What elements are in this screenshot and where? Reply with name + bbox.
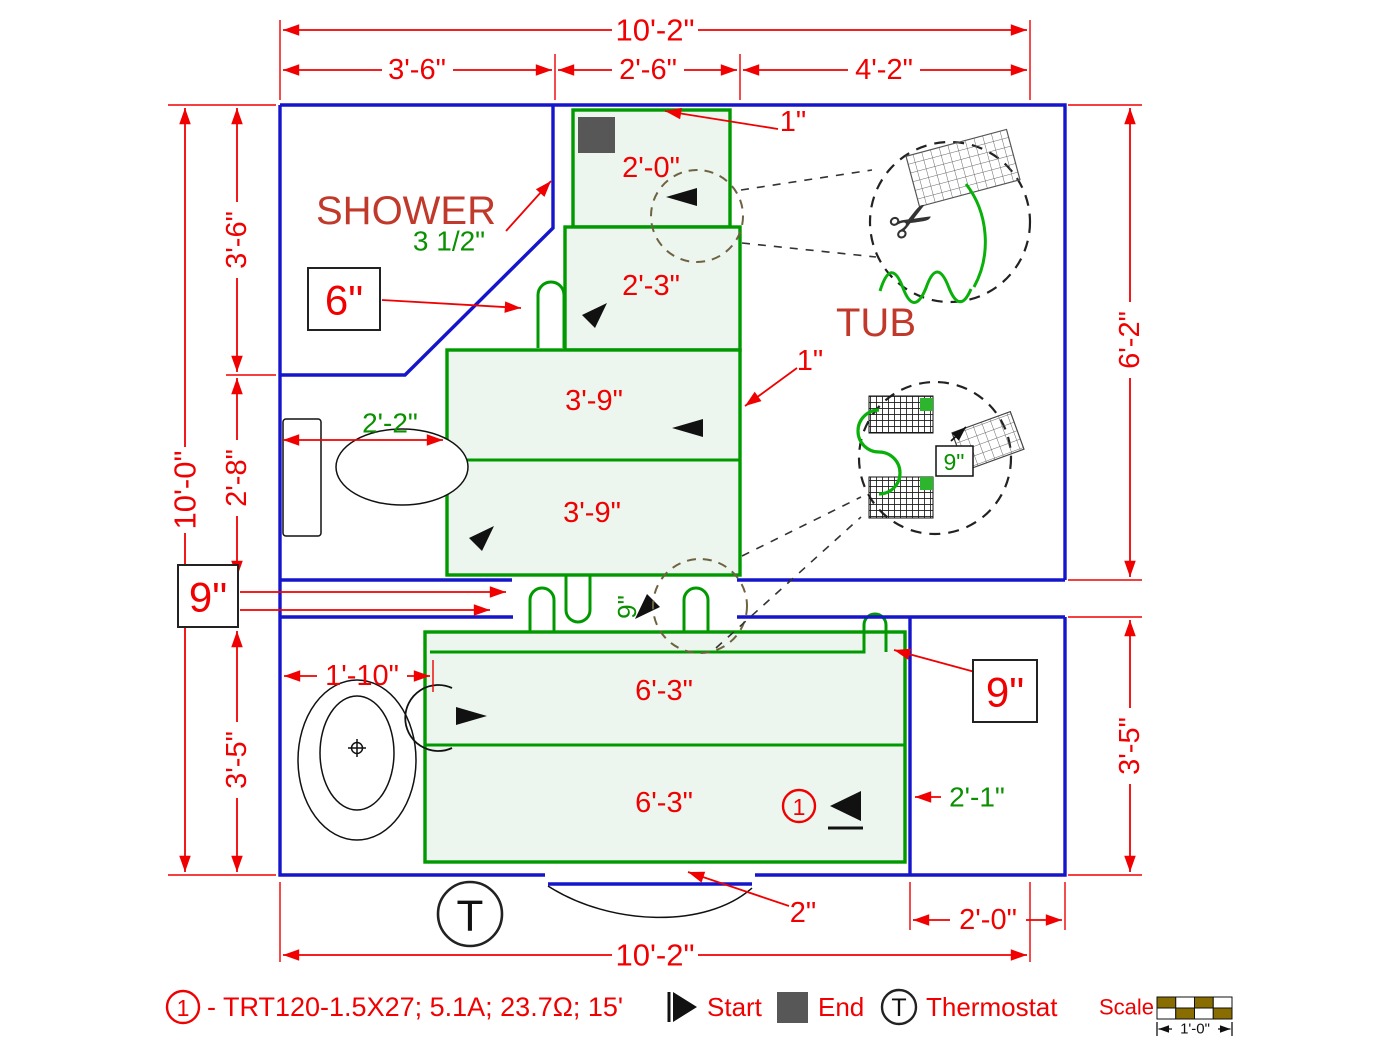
legend-start-icon bbox=[667, 992, 697, 1022]
legend-circuit-number: 1 bbox=[177, 995, 190, 1021]
dim-bottom-total: 10'-2" bbox=[616, 938, 695, 973]
start-marker bbox=[828, 791, 863, 830]
dim-top-seg2: 2'-6" bbox=[619, 54, 677, 86]
circuit-number: 1 bbox=[793, 794, 806, 820]
mat3-width: 3'-9" bbox=[565, 385, 623, 417]
callout-door-gap: 2" bbox=[790, 897, 816, 929]
toilet-bowl bbox=[335, 428, 469, 506]
legend-thermostat-label: Thermostat bbox=[926, 992, 1058, 1022]
callout-mat-edge-top: 1" bbox=[780, 106, 806, 138]
dim-top-seg3: 4'-2" bbox=[855, 54, 913, 86]
callout-passage-width: 9" bbox=[612, 595, 642, 619]
legend-thermostat-icon: T bbox=[880, 988, 918, 1026]
callout-wall-thickness: 3 1/2" bbox=[413, 226, 485, 257]
end-marker bbox=[578, 117, 615, 153]
legend-end-icon bbox=[777, 992, 808, 1023]
detail-circle-spacing: 9" bbox=[856, 380, 1025, 536]
detail-spacing-label: 9" bbox=[944, 449, 965, 475]
callout-right-gap: 9" bbox=[986, 669, 1024, 716]
shower-wall bbox=[280, 105, 555, 377]
door-swing-arc bbox=[547, 885, 753, 919]
mesh-patch bbox=[905, 128, 1021, 208]
detail-circle-cut: ✂ bbox=[868, 128, 1032, 304]
thermostat-letter: T bbox=[457, 892, 484, 941]
arrow-left-2 bbox=[672, 419, 703, 437]
mat6-width: 6'-3" bbox=[635, 787, 693, 819]
outer-wall bbox=[278, 103, 1067, 877]
legend-scale-label: Scale bbox=[1099, 995, 1154, 1020]
dim-left-total: 10'-0" bbox=[168, 451, 203, 530]
dim-top-total: 10'-2" bbox=[616, 13, 695, 48]
circuit-marker: 1 bbox=[781, 788, 817, 824]
legend-end-label: End bbox=[818, 992, 864, 1022]
arrow-downleft bbox=[635, 594, 660, 619]
mat1-width: 2'-0" bbox=[622, 152, 680, 184]
callout-fixture-width: 1'-10" bbox=[325, 660, 399, 692]
six-inch-box bbox=[307, 267, 381, 331]
scale-value: 1'-0" bbox=[1180, 1021, 1210, 1038]
toilet-tank bbox=[282, 418, 322, 537]
scale-bar bbox=[1156, 996, 1233, 1020]
dim-top-seg1: 3'-6" bbox=[388, 54, 446, 86]
dim-left-seg3: 3'-5" bbox=[221, 731, 253, 789]
mat5-width: 6'-3" bbox=[635, 675, 693, 707]
mat-section-3-4 bbox=[445, 348, 742, 577]
heating-mats bbox=[423, 108, 907, 864]
leader-lines bbox=[240, 107, 976, 907]
thermostat-symbol: T bbox=[436, 880, 504, 948]
scale-dimension bbox=[1156, 1022, 1233, 1036]
dim-left-seg2: 2'-8" bbox=[221, 449, 253, 507]
dim-right-lower: 3'-5" bbox=[1114, 717, 1146, 775]
arrow-right bbox=[456, 707, 487, 725]
mat-section-5-6 bbox=[423, 630, 907, 864]
right-9-box bbox=[972, 659, 1038, 723]
legend: 1 - TRT120-1.5X27; 5.1A; 23.7Ω; 15' Star… bbox=[165, 988, 1233, 1038]
legend-circuit-icon bbox=[165, 989, 201, 1025]
callout-boxes bbox=[177, 267, 1038, 723]
mat2-width: 2'-3" bbox=[622, 270, 680, 302]
cable-direction-arrows bbox=[456, 188, 703, 725]
detail-leader-lines bbox=[715, 169, 877, 649]
dim-left-seg1: 3'-6" bbox=[221, 211, 253, 269]
room-label-tub: TUB bbox=[836, 301, 916, 345]
heating-cable bbox=[425, 280, 905, 747]
left-9-box bbox=[177, 564, 239, 628]
legend-spec: - TRT120-1.5X27; 5.1A; 23.7Ω; 15' bbox=[207, 992, 623, 1022]
walls bbox=[278, 103, 1067, 877]
mat4-width: 3'-9" bbox=[563, 497, 621, 529]
dim-right-upper: 6'-2" bbox=[1114, 311, 1146, 369]
toilet bbox=[282, 418, 469, 537]
callout-shower-offset: 6" bbox=[325, 277, 363, 324]
arrow-upright-2 bbox=[469, 526, 494, 551]
door bbox=[547, 882, 753, 919]
callout-mat-edge-right: 1" bbox=[797, 345, 823, 377]
dim-bottom-right: 2'-0" bbox=[959, 904, 1017, 936]
callout-left-gap: 9" bbox=[189, 574, 227, 621]
bath-fixture bbox=[297, 679, 417, 841]
callout-toilet-width: 2'-2" bbox=[362, 408, 418, 439]
room-label-shower: SHOWER bbox=[316, 189, 496, 233]
legend-start-label: Start bbox=[707, 992, 763, 1022]
arrow-left-1 bbox=[666, 188, 697, 206]
extension-lines bbox=[168, 20, 1142, 962]
arrow-upright-1 bbox=[582, 303, 607, 328]
dimension-lines bbox=[179, 24, 1136, 961]
cable-turn-circles bbox=[650, 169, 748, 654]
mat-section-2 bbox=[563, 225, 742, 352]
callout-right-strip: 2'-1" bbox=[949, 782, 1005, 813]
svg-text:T: T bbox=[891, 994, 906, 1022]
